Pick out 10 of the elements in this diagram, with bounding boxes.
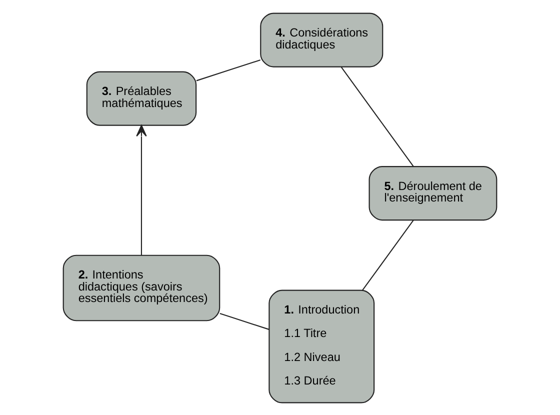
node-box: 5. Déroulement de l'enseignement — [368, 166, 498, 220]
node-box: 2. Intentions didactiques (savoirs essentiels compétences) — [62, 254, 220, 321]
node-box: 3. Préalables mathématiques — [86, 70, 197, 126]
connector — [196, 58, 260, 81]
arrow — [136, 124, 147, 254]
connector — [220, 312, 270, 330]
node-box: 1. Introduction 1.1 Titre 1.2 Niveau 1.3 Durée — [268, 289, 375, 403]
connector — [340, 66, 414, 166]
node-box: 4. Considérations didactiques — [260, 12, 384, 67]
connector — [362, 220, 414, 290]
